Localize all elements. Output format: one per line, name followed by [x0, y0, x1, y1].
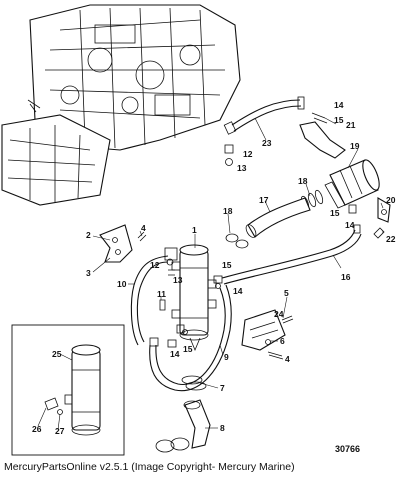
callout-15-top: 15: [334, 115, 344, 125]
bracket-20: [377, 197, 391, 223]
callout-14-mid: 14: [233, 286, 243, 296]
callout-18-upper: 18: [298, 176, 308, 186]
hose-9: [149, 284, 232, 392]
callout-19: 19: [350, 141, 360, 151]
callout-labels: 1 2 3 4 4 5 6 7 8 9 10 11 12 12 13 13 14…: [32, 100, 396, 436]
callout-16: 16: [341, 272, 351, 282]
bracket-2-3: [99, 224, 147, 263]
hose-23: [223, 96, 305, 135]
callout-26: 26: [32, 424, 42, 434]
callout-3: 3: [86, 268, 91, 278]
hose-16: [221, 229, 362, 285]
cooler-1: [171, 244, 217, 352]
callout-24: 24: [274, 309, 284, 319]
callout-15-mid: 15: [222, 260, 232, 270]
hose-10: [130, 255, 169, 346]
cooler-19: [324, 159, 380, 209]
callout-4-upper: 4: [141, 223, 146, 233]
screw-22: [373, 227, 385, 239]
callout-17: 17: [259, 195, 269, 205]
copyright-footer: MercuryPartsOnline v2.5.1 (Image Copyrig…: [4, 461, 295, 473]
callout-12-center: 12: [150, 260, 160, 270]
callout-18-lower: 18: [223, 206, 233, 216]
figure-number: 30766: [335, 444, 361, 454]
inset-box: [11, 324, 125, 456]
callout-12-upper: 12: [243, 149, 253, 159]
fitting-11: [159, 299, 166, 311]
engine-illustration: [1, 4, 241, 206]
bracket-21: [299, 112, 346, 159]
callout-15-right: 15: [330, 208, 340, 218]
clamps-18-lower: [225, 233, 249, 249]
callout-22: 22: [386, 234, 396, 244]
callout-5: 5: [284, 288, 289, 298]
callout-13-upper: 13: [237, 163, 247, 173]
fitting-12-13-upper: [224, 144, 234, 166]
callout-4-lower: 4: [285, 354, 290, 364]
bracket-5-6: [241, 309, 286, 351]
clamps-7: [181, 375, 207, 391]
callout-15-lower: 15: [183, 344, 193, 354]
callout-8: 8: [220, 423, 225, 433]
callout-2: 2: [86, 230, 91, 240]
callout-7: 7: [220, 383, 225, 393]
screw-4-lower: [267, 351, 284, 360]
leader-lines: [37, 117, 384, 431]
fitting-15-14-right: [348, 204, 361, 234]
callout-13-center: 13: [173, 275, 183, 285]
callout-1: 1: [192, 225, 197, 235]
elbow-8: [183, 399, 211, 449]
callout-9: 9: [224, 352, 229, 362]
callout-20: 20: [386, 195, 396, 205]
callout-14-lower: 14: [170, 349, 180, 359]
callout-25: 25: [52, 349, 62, 359]
hose-17: [245, 197, 311, 238]
fitting-14-15-mid: [176, 275, 223, 335]
callout-21: 21: [346, 120, 356, 130]
fitting-14-15-lower: [149, 337, 177, 348]
callout-10: 10: [117, 279, 127, 289]
callout-6: 6: [280, 336, 285, 346]
callout-23: 23: [262, 138, 272, 148]
callout-27: 27: [55, 426, 65, 436]
callout-11: 11: [157, 289, 166, 299]
callout-14-top: 14: [334, 100, 344, 110]
clamps-bottom: [155, 437, 190, 453]
screw-24: [281, 315, 294, 324]
callout-14-right: 14: [345, 220, 355, 230]
